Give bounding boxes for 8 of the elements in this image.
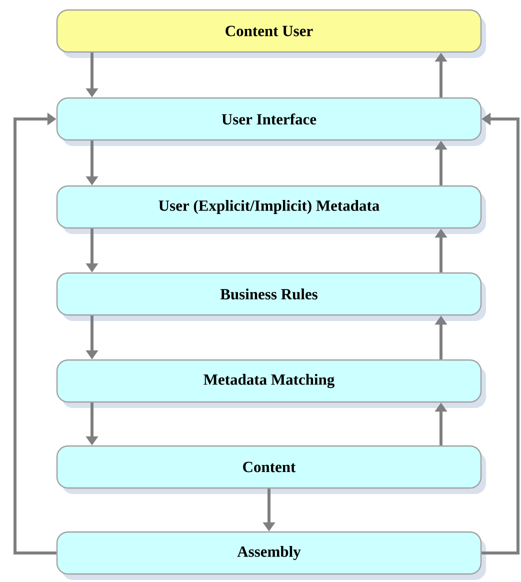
process-box: Business Rules <box>56 272 486 321</box>
process-box: Assembly <box>56 531 486 580</box>
process-box: User Interface <box>56 97 486 146</box>
arrow <box>14 112 56 554</box>
process-box: User (Explicit/Implicit) Metadata <box>56 185 486 234</box>
process-box: Content <box>56 445 486 494</box>
process-box: Metadata Matching <box>56 359 486 408</box>
process-box: Content User <box>56 9 486 58</box>
